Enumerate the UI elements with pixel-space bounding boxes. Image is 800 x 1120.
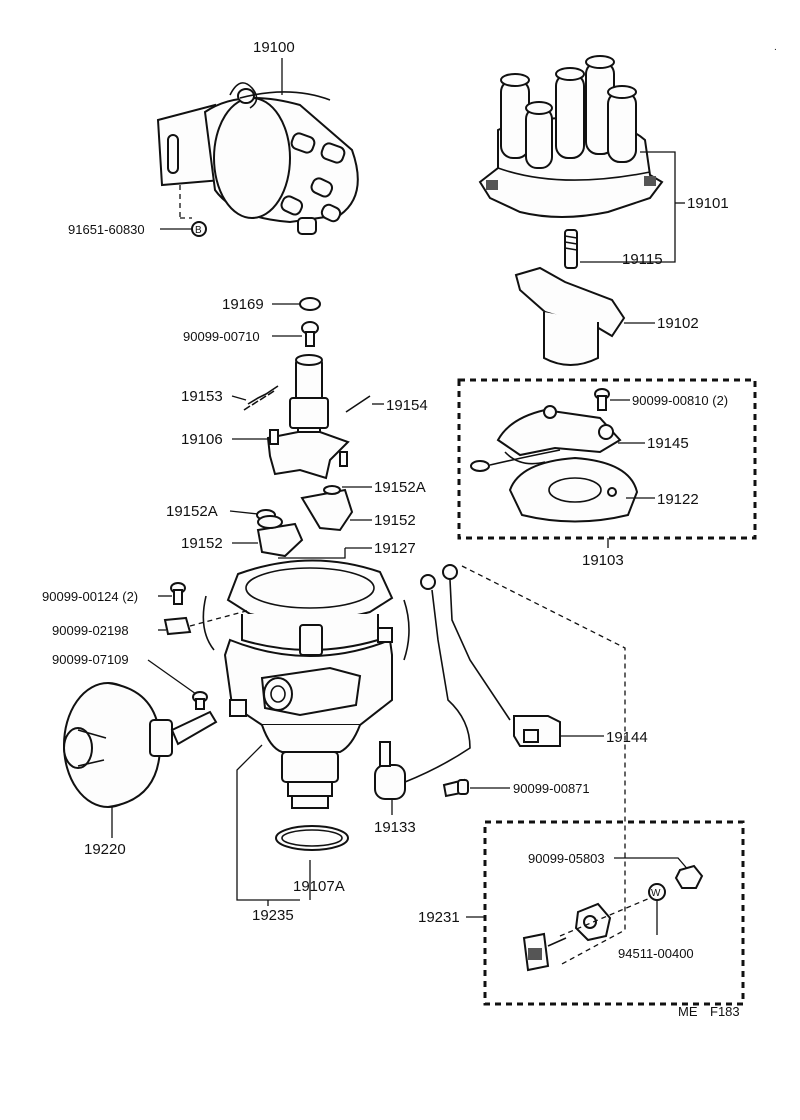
distributor-cap-drawing: [478, 55, 664, 218]
label-19144: 19144: [606, 729, 648, 746]
leader-19101: [580, 151, 676, 263]
code-me: ME: [678, 1004, 698, 1019]
label-94511-00400: 94511-00400: [618, 946, 694, 961]
label-19103: 19103: [582, 552, 624, 569]
screw-07109-drawing: [192, 691, 208, 710]
label-19154: 19154: [386, 397, 428, 414]
spring-19154-drawing: [345, 395, 371, 413]
label-19122: 19122: [657, 491, 699, 508]
label-90099-00810: 90099-00810 (2): [632, 393, 728, 408]
screw-00871-drawing: [442, 778, 469, 798]
label-19115: 19115: [622, 251, 663, 268]
label-19153: 19153: [181, 388, 223, 405]
housing-drawing: [202, 559, 410, 809]
label-19133: 19133: [374, 819, 416, 836]
label-90099-02198: 90099-02198: [52, 623, 129, 638]
nut-05803-drawing: [674, 864, 704, 889]
breaker-point-drawing: [470, 405, 622, 472]
condenser-drawing: [374, 589, 471, 800]
label-90099-00710: 90099-00710: [183, 329, 260, 344]
bolt-marker-label: B: [195, 225, 202, 236]
label-19100: 19100: [253, 39, 295, 56]
label-90099-05803: 90099-05803: [528, 851, 605, 866]
label-19101: 19101: [687, 195, 729, 212]
label-19231: 19231: [418, 909, 460, 926]
label-19152-left: 19152: [181, 535, 223, 552]
label-19169: 19169: [222, 296, 264, 313]
felt-drawing: [299, 297, 321, 311]
leader-dash-19231: [461, 565, 626, 966]
breaker-plate-drawing: [508, 456, 639, 523]
vacuum-advancer-drawing: [63, 682, 218, 808]
label-19102: 19102: [657, 315, 699, 332]
terminal-nut-drawing: [574, 902, 612, 942]
label-90099-07109: 90099-07109: [52, 652, 129, 667]
label-19152A-right: 19152A: [374, 479, 426, 496]
clamp-02198-drawing: [163, 616, 192, 636]
governor-shaft-drawing: [266, 354, 350, 480]
label-90099-00871: 90099-00871: [513, 781, 590, 796]
corner-mark: .: [774, 42, 777, 53]
rotor-drawing: [514, 266, 626, 366]
label-19235: 19235: [252, 907, 294, 924]
screw-00124-drawing: [170, 582, 186, 605]
cap-spring-drawing: [564, 229, 578, 269]
weight-left-drawing: [256, 515, 304, 558]
screw-00810-drawing: [594, 388, 610, 411]
distributor-assembly-drawing: [156, 82, 359, 235]
washer-marker-label: W: [651, 888, 661, 899]
screw-00710-drawing: [301, 321, 319, 347]
label-19145: 19145: [647, 435, 689, 452]
label-19107A: 19107A: [293, 878, 345, 895]
label-19106: 19106: [181, 431, 223, 448]
cord-drawing: [420, 564, 561, 747]
label-19127: 19127: [374, 540, 416, 557]
label-91651-60830: 91651-60830: [68, 222, 145, 237]
terminal-bolt-drawing: [522, 932, 567, 972]
label-90099-00124: 90099-00124 (2): [42, 589, 138, 604]
label-19152-right: 19152: [374, 512, 416, 529]
spring-19153-drawing: [247, 385, 279, 405]
weight-right-drawing: [300, 485, 354, 532]
label-19220: 19220: [84, 841, 126, 858]
breaker-plate-set-box: [457, 378, 757, 540]
label-19152A-left: 19152A: [166, 503, 218, 520]
code-f183: F183: [710, 1004, 740, 1019]
